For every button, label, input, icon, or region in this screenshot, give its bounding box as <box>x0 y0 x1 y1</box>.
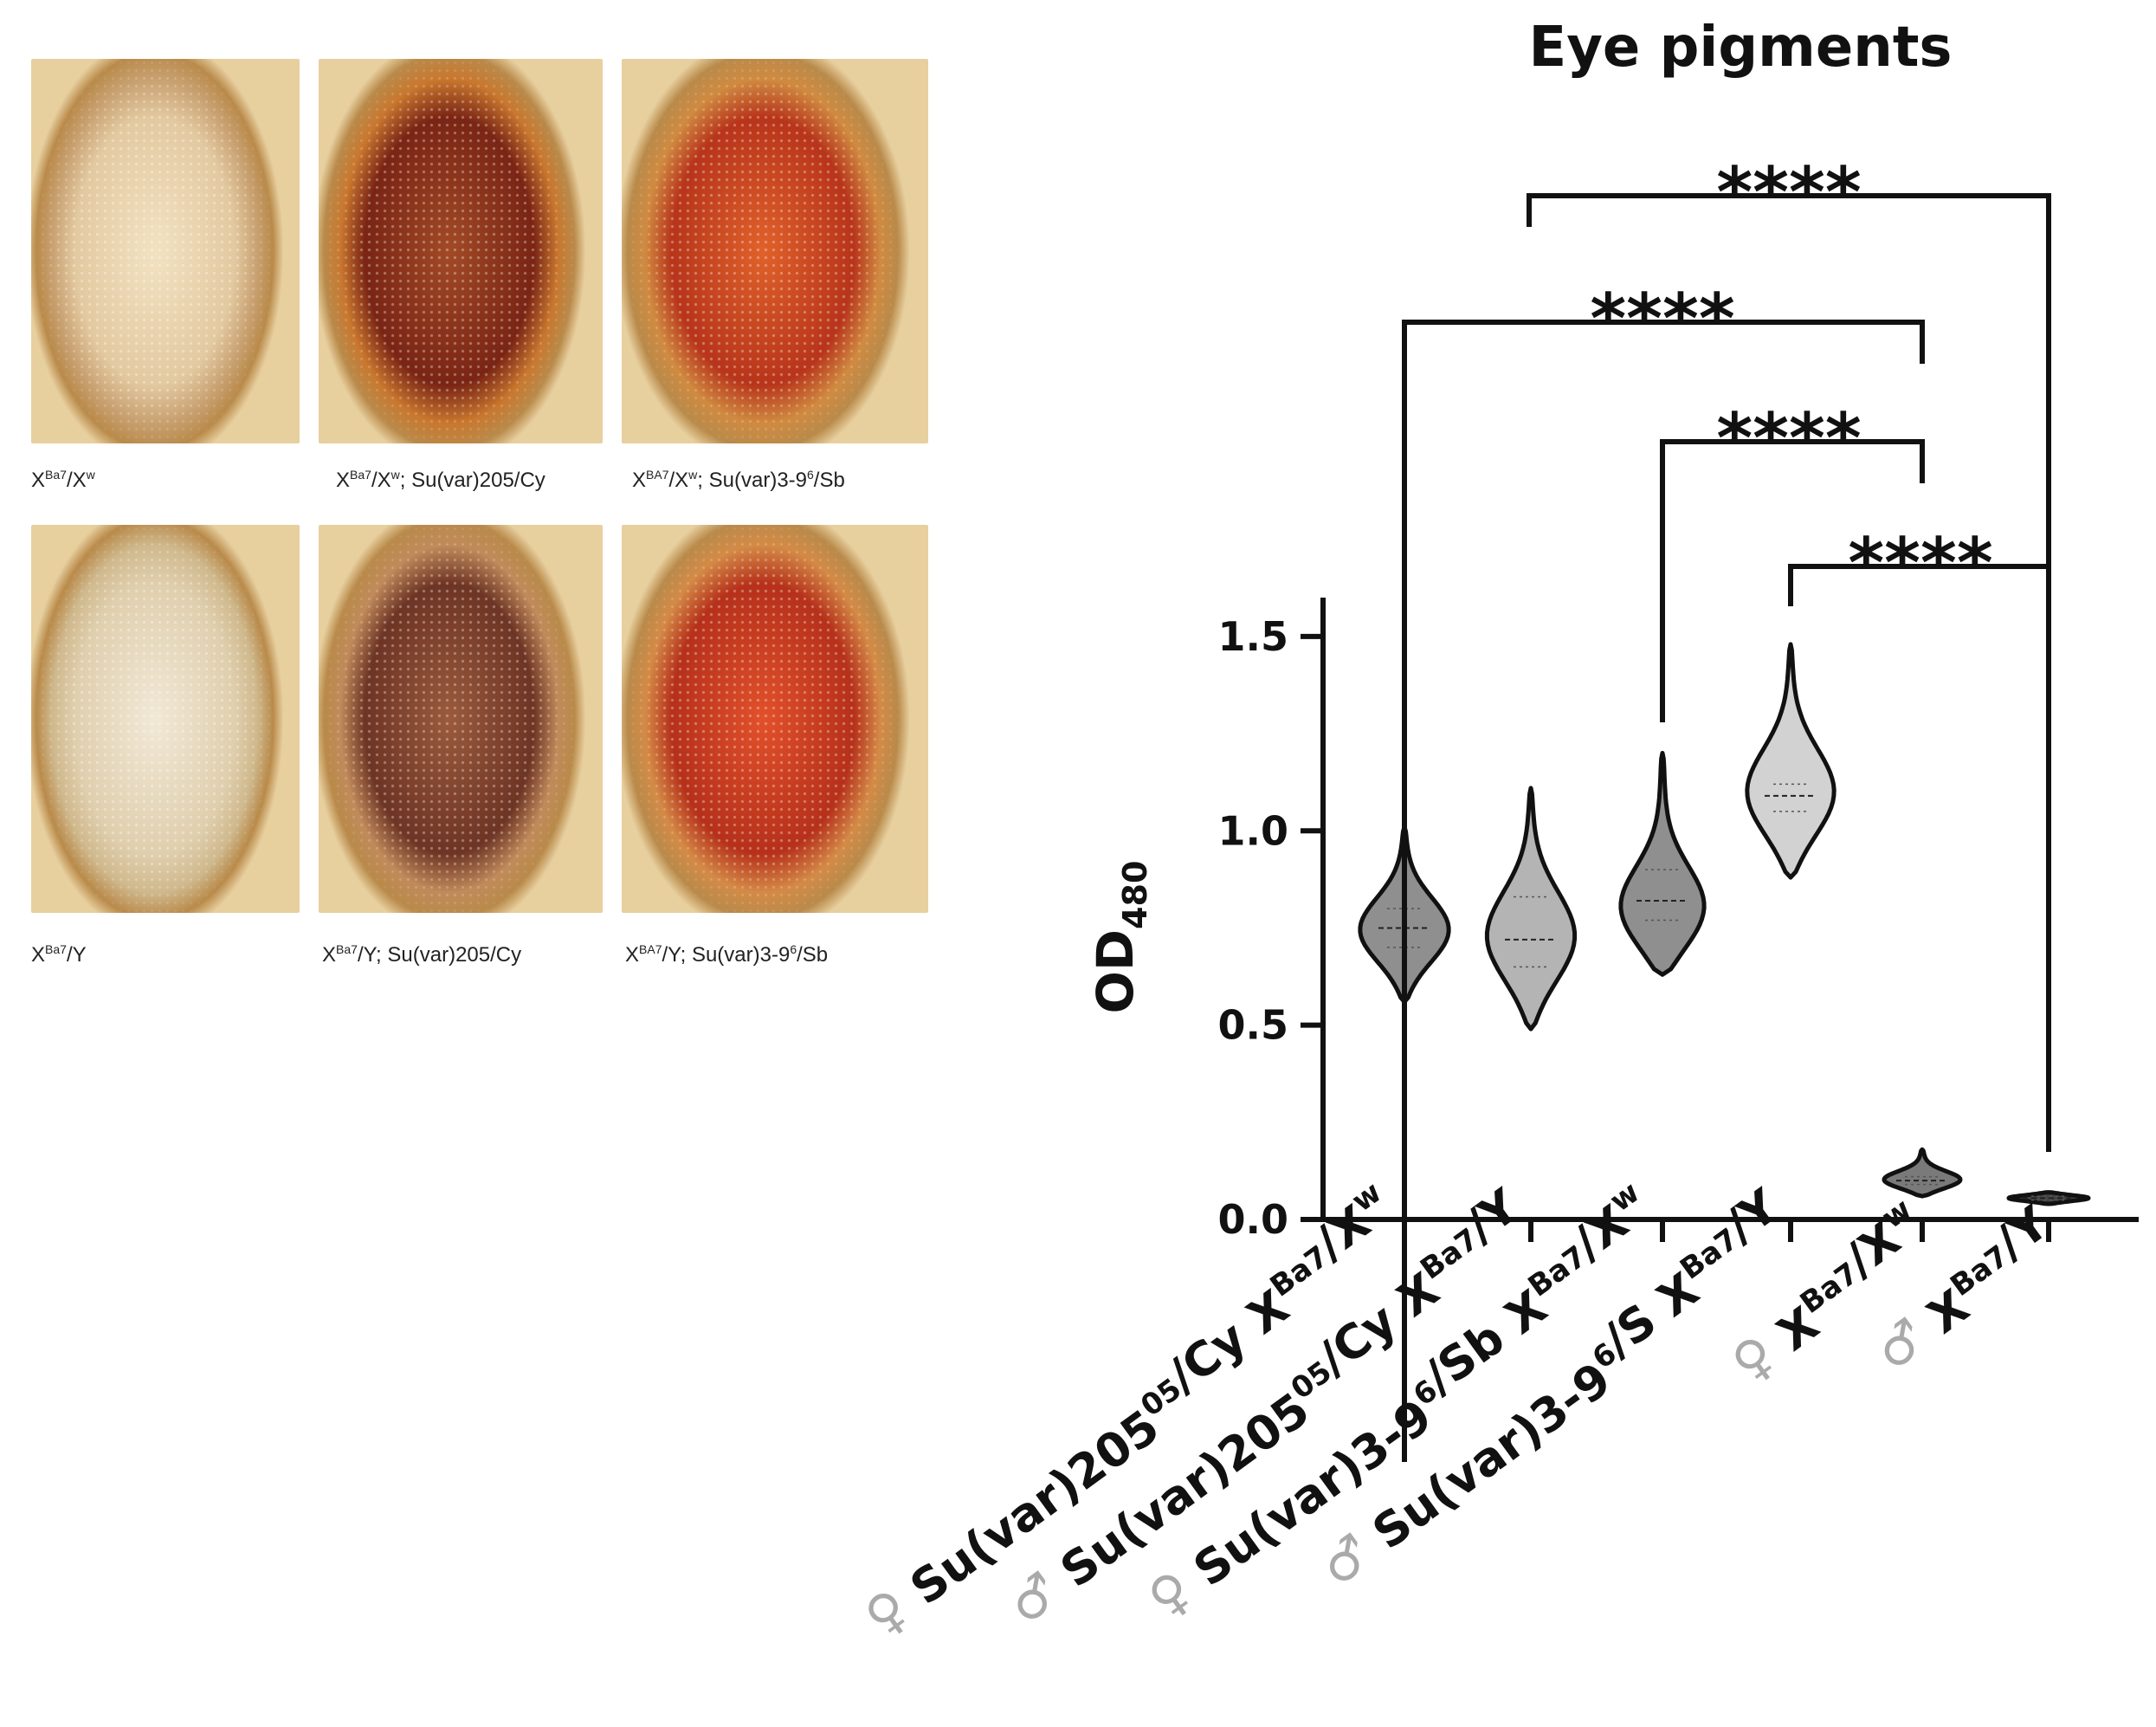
chart-title: Eye pigments <box>1528 16 1952 80</box>
photo-genotype-label: XBa7/Y; Su(var)205/Cy <box>322 942 522 967</box>
eye-photo <box>31 525 300 913</box>
significance-stars: **** <box>1716 398 1861 479</box>
significance-stars: **** <box>1848 523 1992 604</box>
ommatidia-texture <box>31 525 300 913</box>
significance-stars: **** <box>1716 152 1861 233</box>
ommatidia-texture <box>319 59 603 443</box>
y-axis-label-main: OD <box>1086 929 1145 1013</box>
eye-photo <box>319 525 603 913</box>
eye-photo <box>319 59 603 443</box>
significance-bracket <box>1402 320 1925 1462</box>
y-tick-label: 1.5 <box>1218 613 1289 660</box>
y-axis-label: OD480 <box>1086 861 1154 1014</box>
violin <box>1745 642 1836 880</box>
violin <box>1618 751 1707 977</box>
photo-genotype-label: XBa7/Y <box>31 942 87 967</box>
significance-bracket <box>1660 439 1925 722</box>
y-tick-label: 0.5 <box>1218 1002 1289 1049</box>
photo-genotype-label: XBa7/Xw; Su(var)205/Cy <box>336 468 545 492</box>
y-axis-label-sub: 480 <box>1116 861 1154 929</box>
x-category-label: ♂ Su(var)20505/Cy XBa7/Y <box>975 1178 1554 1636</box>
y-tick-label: 1.0 <box>1218 807 1289 854</box>
photo-genotype-label: XBA7/Xw; Su(var)3-96/Sb <box>632 468 845 492</box>
violin <box>1484 786 1578 1032</box>
photo-genotype-label: XBa7/Xw <box>31 468 95 492</box>
ommatidia-texture <box>319 525 603 913</box>
violin <box>1882 1147 1963 1199</box>
eye-photo <box>622 525 928 913</box>
photo-genotype-label: XBA7/Y; Su(var)3-96/Sb <box>625 942 829 967</box>
eye-photo <box>622 59 928 443</box>
x-category-text: ♂ Su(var)20505/Cy XBa7/Y <box>975 1178 1554 1636</box>
ommatidia-texture <box>622 59 928 443</box>
significance-stars: **** <box>1590 279 1734 359</box>
significance-bracket <box>1527 193 2051 1152</box>
significance-bracket <box>1788 487 2051 606</box>
eye-photo <box>31 59 300 443</box>
label-part: /Cy X <box>1158 1279 1298 1402</box>
svg-text:OD480: OD480 <box>1086 861 1154 1014</box>
plot-area: 0.00.51.01.5****************♀ Su(var)205… <box>854 152 2139 1649</box>
y-tick-label: 0.0 <box>1218 1196 1289 1243</box>
ommatidia-texture <box>31 59 300 443</box>
ommatidia-texture <box>622 525 928 913</box>
